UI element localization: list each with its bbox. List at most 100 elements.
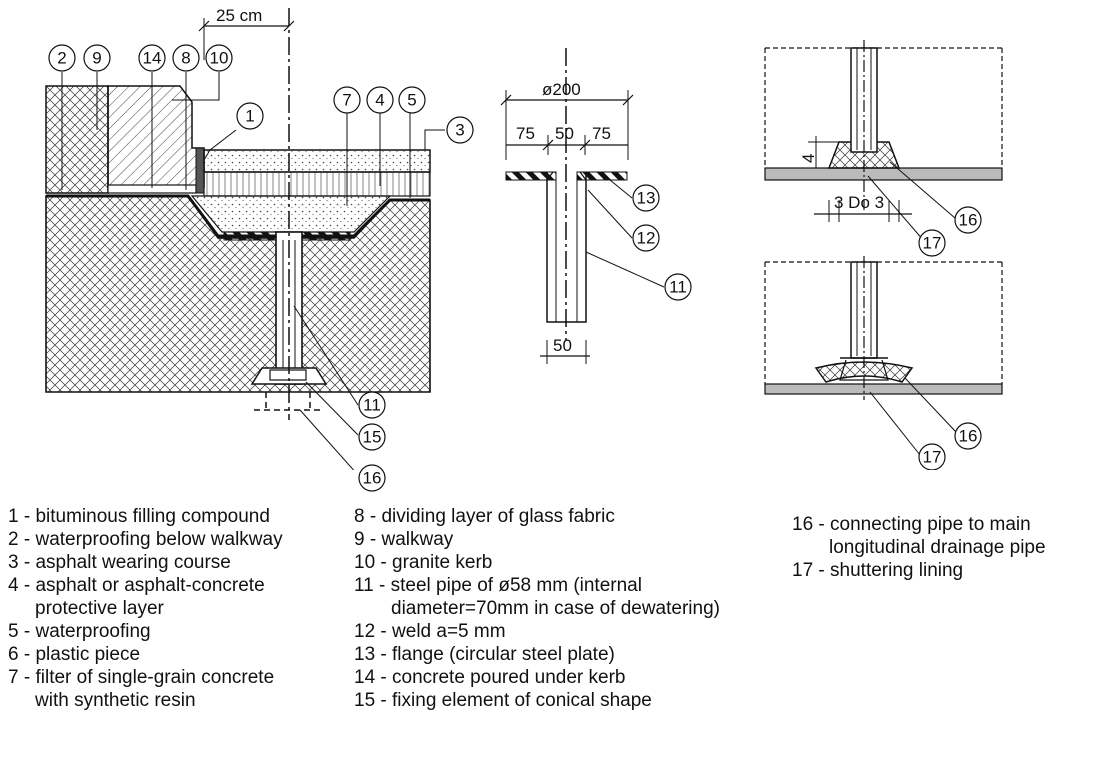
legend-text: walkway — [381, 529, 454, 550]
callout-15: 15 — [363, 428, 382, 447]
legend-text: waterproofing below walkway — [35, 529, 283, 550]
legend-text: weld a=5 mm — [392, 621, 506, 642]
legend-number: 5 — [8, 621, 19, 642]
legend-item-13: 13 - flange (circular steel plate) — [354, 644, 615, 665]
legend-item-14: 14 - concrete poured under kerb — [354, 667, 626, 688]
legend-number: 6 — [8, 644, 19, 665]
callout-14: 14 — [143, 49, 162, 68]
legend-number: 14 — [354, 667, 376, 688]
legend-number: 3 — [8, 552, 19, 573]
legend-text: asphalt wearing course — [35, 552, 231, 573]
callout-16-main: 16 — [363, 469, 382, 488]
legend-text-cont: with synthetic resin — [35, 690, 196, 711]
callout-5: 5 — [407, 91, 416, 110]
legend-item-10: 10 - granite kerb — [354, 552, 493, 573]
legend-item-2: 2 - waterproofing below walkway — [8, 529, 283, 550]
right-top-detail: 4 3 Do 3 16 17 — [764, 40, 1003, 257]
legend-text: fixing element of conical shape — [392, 690, 652, 711]
legend-number: 7 — [8, 667, 19, 688]
dim-cone-offsets: 3 Do 3 — [834, 193, 884, 212]
legend-text: asphalt or asphalt-concrete — [35, 575, 265, 596]
callout-4: 4 — [375, 91, 384, 110]
dim-pipe-50: 50 — [553, 336, 572, 355]
legend-number: 4 — [8, 575, 19, 596]
callout-11-detail: 11 — [669, 278, 687, 297]
legend-text-cont: diameter=70mm in case of dewatering) — [391, 598, 720, 619]
callout-16-bottom: 16 — [959, 427, 978, 446]
protective-layer — [203, 171, 431, 197]
callout-17-top: 17 — [923, 234, 942, 253]
legend-number: 15 — [354, 690, 376, 711]
callout-11-main: 11 — [363, 396, 381, 415]
callout-2: 2 — [57, 49, 66, 68]
legend-number: 1 — [8, 506, 19, 527]
connecting-pipe-dashed — [254, 392, 322, 411]
legend-number: 12 — [354, 621, 376, 642]
legend-column-2: 8 - dividing layer of glass fabric 9 - w… — [354, 505, 720, 712]
legend-item-9: 9 - walkway — [354, 529, 454, 550]
callout-1: 1 — [245, 107, 254, 126]
legend-number: 13 — [354, 644, 376, 665]
legend-number: 10 — [354, 552, 376, 573]
legend-column-1: 1 - bituminous filling compound 2 - wate… — [8, 505, 283, 712]
wearing-course — [203, 149, 431, 173]
legend-text-cont: protective layer — [35, 598, 164, 619]
granite-kerb — [107, 85, 205, 188]
legend-text: shuttering lining — [830, 560, 964, 581]
legend-text: concrete poured under kerb — [392, 667, 626, 688]
legend-number: 16 — [792, 514, 814, 535]
dim-diameter: ø200 — [542, 80, 581, 99]
right-top-base — [764, 167, 1003, 181]
legend-number: 11 — [354, 575, 374, 596]
legend-item-15: 15 - fixing element of conical shape — [354, 690, 652, 711]
dim-right-75: 75 — [592, 124, 611, 143]
legend-number: 8 — [354, 506, 365, 527]
legend-text: dividing layer of glass fabric — [381, 506, 615, 527]
callout-16-top: 16 — [959, 211, 978, 230]
legend-number: 9 — [354, 529, 365, 550]
callout-7: 7 — [342, 91, 351, 110]
legend-text: connecting pipe to main — [830, 514, 1031, 535]
walkway-block — [45, 85, 109, 194]
legend-item-3: 3 - asphalt wearing course — [8, 552, 231, 573]
legend-text: filter of single-grain concrete — [35, 667, 275, 688]
detail-flange-right — [576, 171, 628, 181]
legend-text: waterproofing — [35, 621, 151, 642]
dim-left-75: 75 — [516, 124, 535, 143]
callout-10: 10 — [210, 49, 229, 68]
concrete-filter — [190, 195, 392, 233]
legend-text: bituminous filling compound — [35, 506, 270, 527]
callout-9: 9 — [92, 49, 101, 68]
main-section: 25 cm 2 9 14 8 10 1 7 4 5 — [45, 6, 474, 470]
legend-text-cont: longitudinal drainage pipe — [829, 537, 1046, 558]
callout-8: 8 — [181, 49, 190, 68]
legend-number: 2 — [8, 529, 19, 550]
main-callout-16-svg: 16 — [358, 464, 386, 492]
bituminous-joint — [195, 147, 205, 194]
legend-item-1: 1 - bituminous filling compound — [8, 506, 270, 527]
dim-height-4: 4 — [799, 154, 818, 163]
legend-text: steel pipe of ø58 mm (internal — [390, 575, 642, 596]
legend-text: plastic piece — [35, 644, 141, 665]
drainage-detail-drawing: 25 cm 2 9 14 8 10 1 7 4 5 — [45, 6, 1003, 470]
main-callouts: 2 9 14 8 10 1 7 4 5 3 11 15 — [48, 44, 474, 451]
main-flange-left — [223, 231, 283, 241]
legend-item-12: 12 - weld a=5 mm — [354, 621, 506, 642]
flange-detail: ø200 75 50 75 50 13 12 11 — [500, 48, 692, 364]
detail-flange-left — [505, 171, 557, 181]
legend-item-8: 8 - dividing layer of glass fabric — [354, 506, 615, 527]
legend-item-6: 6 - plastic piece — [8, 644, 141, 665]
callout-3: 3 — [455, 121, 464, 140]
legend-item-5: 5 - waterproofing — [8, 621, 151, 642]
legend-item-17: 17 - shuttering lining — [792, 560, 964, 581]
right-bottom-base — [764, 383, 1003, 395]
right-bottom-detail: 16 17 — [764, 256, 1003, 470]
callout-17-bottom: 17 — [923, 448, 942, 467]
callout-13: 13 — [637, 189, 656, 208]
dim-mid-50: 50 — [555, 124, 574, 143]
